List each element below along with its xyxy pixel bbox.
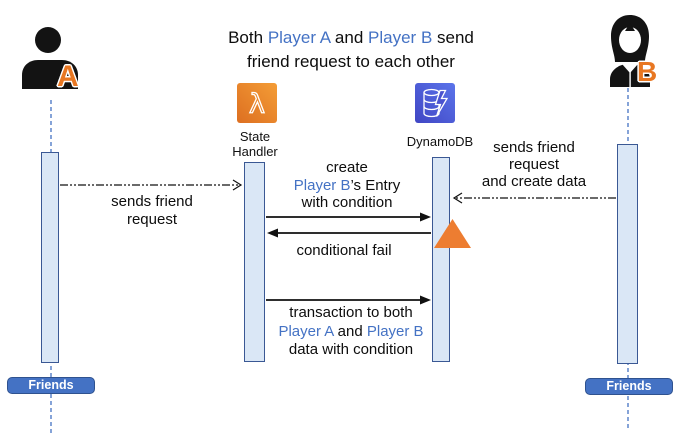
- woman-icon: [610, 15, 650, 87]
- diagram-title: Both Player A and Player B send friend r…: [192, 26, 510, 74]
- player-b-letter: B: [637, 56, 658, 87]
- svg-text:λ: λ: [249, 89, 265, 120]
- title-player-a: Player A: [267, 28, 331, 47]
- player-b-activation-bar: [617, 144, 638, 364]
- arrow-b-to-dynamodb: [452, 192, 616, 204]
- message-b-sends-friend-request: sends friend request and create data: [481, 139, 587, 190]
- dynamodb-activation-bar: [432, 157, 450, 362]
- create-entry-player-b: Player B: [293, 176, 351, 194]
- aws-dynamodb-icon: [415, 83, 455, 123]
- player-a-letter: A: [57, 60, 79, 93]
- title-line-1: Both Player A and Player B send: [228, 28, 474, 47]
- transaction-player-b: Player B: [366, 322, 424, 340]
- state-handler-label: State Handler: [232, 129, 278, 159]
- title-line-2: friend request to each other: [247, 52, 455, 71]
- arrow-conditional-fail: [267, 228, 431, 238]
- arrow-create-entry: [266, 212, 431, 222]
- state-handler-activation-bar: [244, 162, 265, 362]
- person-icon: [22, 27, 78, 89]
- arrow-a-to-state-handler: [60, 179, 243, 191]
- friends-badge-player-a: Friends: [7, 377, 95, 394]
- transaction-player-a: Player A: [278, 322, 334, 340]
- player-a-activation-bar: [41, 152, 59, 363]
- title-player-b: Player B: [368, 28, 433, 47]
- aws-lambda-icon: λ: [237, 83, 277, 123]
- message-a-sends-friend-request: sends friend request: [111, 193, 193, 228]
- message-create-entry: create Player B’s Entry with condition: [293, 159, 401, 211]
- message-conditional-fail: conditional fail: [296, 242, 392, 259]
- dynamodb-label: DynamoDB: [406, 134, 474, 149]
- friends-badge-player-b: Friends: [585, 378, 673, 395]
- message-transaction: transaction to both Player A and Player …: [278, 304, 424, 358]
